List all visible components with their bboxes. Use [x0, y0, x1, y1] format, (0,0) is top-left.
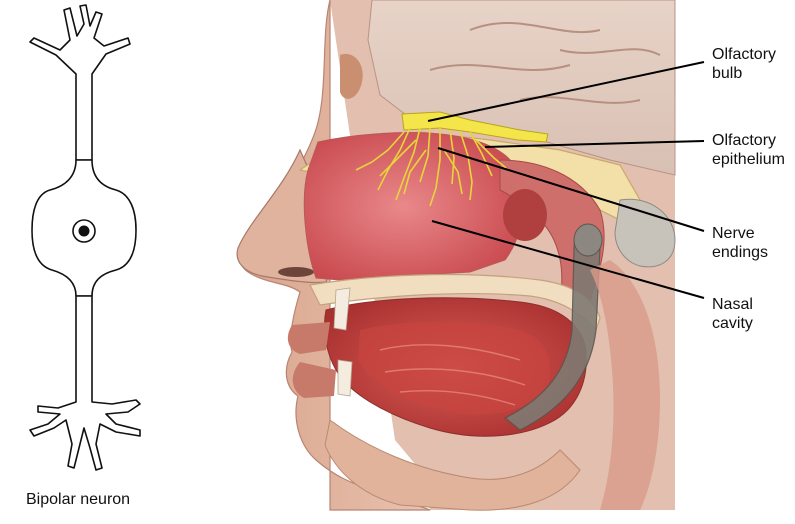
label-line: cavity [712, 315, 753, 332]
leader-line-nasal-cavity [431, 220, 705, 299]
head-illustration [236, 0, 676, 511]
label-line: endings [712, 244, 769, 261]
label-nerve-endings: Nerve endings [712, 224, 768, 262]
leader-line-olfactory-bulb [427, 61, 705, 122]
leader-line-olfactory-epithelium [484, 140, 705, 148]
label-line: Nerve [712, 225, 755, 242]
label-line: Olfactory [712, 132, 777, 149]
label-line: Olfactory [712, 46, 777, 63]
label-line: Nasal [712, 296, 753, 313]
bipolar-neuron [29, 4, 141, 471]
nerve-fibers [355, 127, 507, 207]
leader-line-nerve-endings [437, 147, 705, 232]
label-line: bulb [712, 65, 743, 82]
label-line: epithelium [712, 151, 785, 168]
neuron-caption: Bipolar neuron [26, 491, 131, 508]
label-nasal-cavity: Nasal cavity [712, 295, 753, 333]
leader-lines [427, 61, 705, 299]
label-olfactory-bulb: Olfactory bulb [712, 45, 776, 83]
label-olfactory-epithelium: Olfactory epithelium [712, 131, 785, 169]
